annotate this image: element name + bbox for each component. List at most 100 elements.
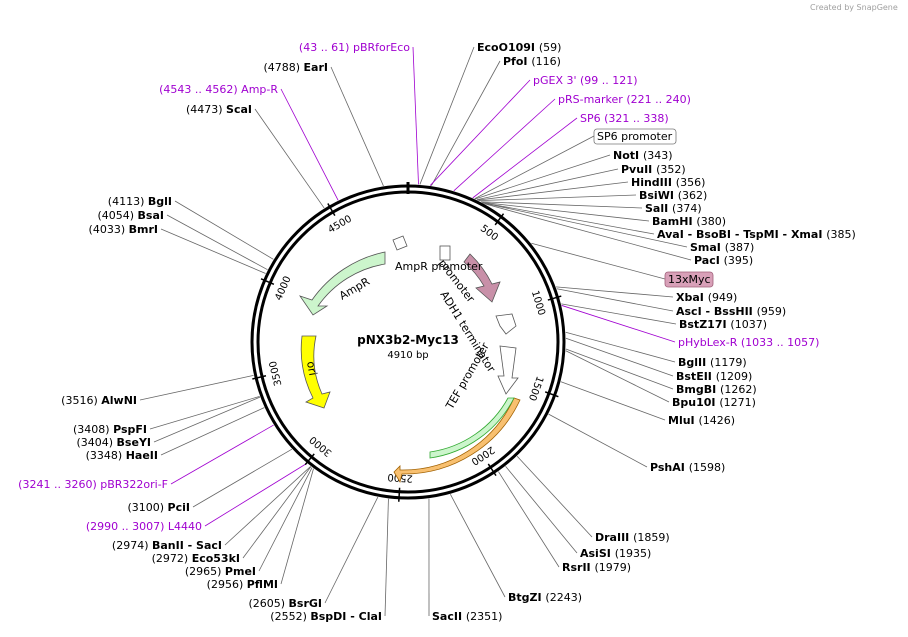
leader-line — [474, 135, 595, 200]
label-tef-promoter: TEF promoter — [443, 340, 492, 412]
leader-line — [565, 331, 676, 363]
leader-line — [556, 288, 674, 312]
sp6-promoter-label[interactable]: SP6 promoter — [597, 130, 673, 143]
feature-site-label[interactable]: (3241 .. 3260) pBR322ori-F — [18, 478, 168, 491]
leader-line — [478, 194, 637, 202]
leader-line — [477, 181, 629, 201]
tick-mark — [304, 453, 315, 466]
feature-site-label[interactable]: (2990 .. 3007) L4440 — [86, 520, 202, 533]
feature-ampr[interactable] — [298, 251, 386, 316]
enzyme-site-label[interactable]: (3404) BseYI — [76, 436, 151, 449]
enzyme-site-label[interactable]: EcoO109I (59) — [477, 41, 561, 54]
enzyme-site-label[interactable]: SalI (374) — [645, 202, 702, 215]
enzyme-site-label[interactable]: (2965) PmeI — [185, 565, 256, 578]
leader-line — [483, 202, 688, 248]
enzyme-site-label[interactable]: (4788) EarI — [263, 61, 328, 74]
enzyme-site-label[interactable]: AvaI - BsoBI - TspMI - XmaI (385) — [657, 228, 856, 241]
tick-mark — [544, 391, 559, 398]
tick-label: 1500 — [526, 374, 545, 402]
leader-line — [476, 168, 619, 201]
enzyme-site-label[interactable]: RsrII (1979) — [562, 561, 631, 574]
enzyme-site-label[interactable]: (3516) AlwNI — [61, 394, 137, 407]
feature-orange-arc — [393, 397, 521, 484]
enzyme-site-label[interactable]: (3100) PciI — [127, 501, 190, 514]
tick-mark — [494, 213, 505, 226]
leader-line — [384, 498, 389, 617]
enzyme-site-label[interactable]: Bpu10I (1271) — [672, 396, 756, 409]
enzyme-site-label[interactable]: BamHI (380) — [652, 215, 726, 228]
feature-tef-promoter[interactable] — [497, 345, 519, 395]
enzyme-site-label[interactable]: BglII (1179) — [678, 356, 747, 369]
feature-small-arrow — [495, 313, 517, 335]
leader-line — [153, 396, 261, 443]
enzyme-site-label[interactable]: PacI (395) — [694, 254, 753, 267]
leader-line — [324, 496, 379, 604]
feature-site-label[interactable]: (43 .. 61) pBRforEco — [299, 41, 410, 54]
feature-site-label[interactable]: (4543 .. 4562) Amp-R — [159, 83, 278, 96]
feature-green-arc — [429, 397, 515, 459]
leader-line — [560, 381, 666, 421]
enzyme-site-label[interactable]: SmaI (387) — [690, 241, 754, 254]
snapgene-watermark: Created by SnapGene — [810, 3, 898, 12]
enzyme-site-label[interactable]: (2552) BspDI - ClaI — [270, 610, 382, 623]
leader-line — [482, 202, 655, 235]
leader-line — [498, 471, 560, 568]
leader-line — [242, 466, 312, 559]
tick-mark — [252, 375, 267, 380]
enzyme-site-label[interactable]: (4054) BsaI — [97, 209, 164, 222]
enzyme-site-label[interactable]: BsiWI (362) — [639, 189, 707, 202]
tick-label: 3000 — [308, 433, 335, 458]
enzyme-site-label[interactable]: BstEII (1209) — [676, 370, 752, 383]
enzyme-site-label[interactable]: (2974) BanII - SacI — [112, 539, 222, 552]
enzyme-site-label[interactable]: BtgZI (2243) — [508, 591, 582, 604]
leader-line — [565, 337, 674, 377]
enzyme-site-label[interactable]: (3408) PspFI — [73, 423, 147, 436]
enzyme-site-label[interactable]: (2605) BsrGI — [248, 597, 322, 610]
tick-mark — [398, 487, 401, 502]
feature-site-label[interactable]: pRS-marker (221 .. 240) — [558, 93, 691, 106]
sp6-promoter-box — [593, 128, 677, 145]
leader-line — [475, 154, 611, 200]
enzyme-site-label[interactable]: BstZ17I (1037) — [679, 318, 767, 331]
enzyme-site-label[interactable]: (3348) HaeII — [86, 449, 158, 462]
leader-line — [480, 201, 643, 209]
enzyme-site-label[interactable]: (2972) Eco53kI — [152, 552, 240, 565]
tick-mark — [487, 463, 497, 477]
enzyme-site-label[interactable]: (4113) BglI — [108, 195, 172, 208]
leader-line — [565, 348, 674, 390]
myc-label[interactable]: 13xMyc — [668, 273, 711, 286]
feature-ampr-promoter[interactable] — [392, 235, 408, 251]
enzyme-site-label[interactable]: PfoI (116) — [503, 55, 561, 68]
tick-label: 4500 — [326, 214, 354, 236]
enzyme-site-label[interactable]: DraIII (1859) — [595, 531, 670, 544]
feature-ori[interactable] — [300, 335, 331, 409]
enzyme-site-label[interactable]: (4033) BmrI — [89, 223, 158, 236]
enzyme-site-label[interactable]: (2956) PflMI — [207, 578, 278, 591]
leader-line — [160, 228, 266, 274]
enzyme-site-label[interactable]: PvuII (352) — [621, 163, 686, 176]
leader-line — [548, 413, 648, 468]
enzyme-site-label[interactable]: PshAI (1598) — [650, 461, 725, 474]
leader-line — [419, 46, 475, 185]
feature-site-label[interactable]: pHybLex-R (1033 .. 1057) — [678, 336, 819, 349]
enzyme-site-label[interactable]: AscI - BssHII (959) — [676, 305, 786, 318]
leader-line — [170, 424, 274, 485]
enzyme-site-label[interactable]: SacII (2351) — [432, 610, 502, 623]
feature-site-label[interactable]: SP6 (321 .. 338) — [580, 112, 669, 125]
enzyme-site-label[interactable]: BmgBI (1262) — [676, 383, 757, 396]
enzyme-site-label[interactable]: NotI (343) — [613, 149, 673, 162]
leader-line — [453, 98, 556, 192]
enzyme-site-label[interactable]: HindIII (356) — [631, 176, 705, 189]
enzyme-site-label[interactable]: MluI (1426) — [668, 414, 735, 427]
enzyme-site-label[interactable]: XbaI (949) — [676, 291, 737, 304]
leader-line — [472, 117, 578, 199]
feature-site-label[interactable]: pGEX 3' (99 .. 121) — [533, 74, 638, 87]
enzyme-site-label[interactable]: (4473) ScaI — [186, 103, 252, 116]
leader-line — [166, 214, 268, 271]
feature-adh1-terminator[interactable] — [463, 253, 501, 303]
tick-label: 1000 — [529, 289, 547, 317]
leader-line — [481, 201, 650, 222]
enzyme-site-label[interactable]: AsiSI (1935) — [580, 547, 651, 560]
label-ampr-promoter: AmpR promoter — [395, 260, 483, 273]
